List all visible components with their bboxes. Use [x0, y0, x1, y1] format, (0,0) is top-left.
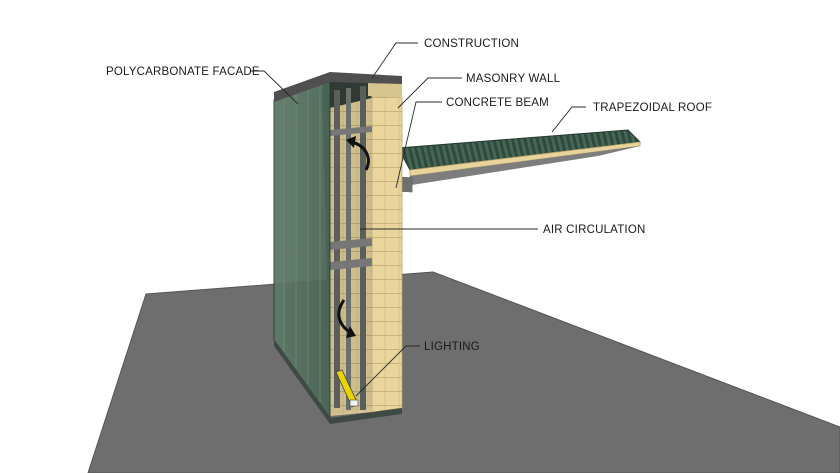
- lighting-fixture: [335, 369, 359, 408]
- label-masonry-wall: MASONRY WALL: [466, 73, 561, 85]
- label-trapezoidal-roof: TRAPEZOIDAL ROOF: [593, 102, 712, 114]
- ground-slab: [87, 271, 840, 473]
- polycarbonate-facade: [273, 72, 402, 424]
- leader-lines: [251, 42, 586, 397]
- label-concrete-beam: CONCRETE BEAM: [446, 97, 549, 109]
- label-air-circulation: AIR CIRCULATION: [543, 224, 645, 236]
- trapezoidal-roof: [397, 129, 642, 186]
- label-lighting: LIGHTING: [424, 341, 480, 353]
- label-construction: CONSTRUCTION: [424, 38, 519, 50]
- labels: CONSTRUCTION POLYCARBONATE FACADE MASONR…: [106, 38, 712, 353]
- steel-frame: [330, 86, 372, 410]
- air-circulation-arrows: [337, 136, 370, 338]
- label-polycarbonate-facade: POLYCARBONATE FACADE: [106, 66, 260, 78]
